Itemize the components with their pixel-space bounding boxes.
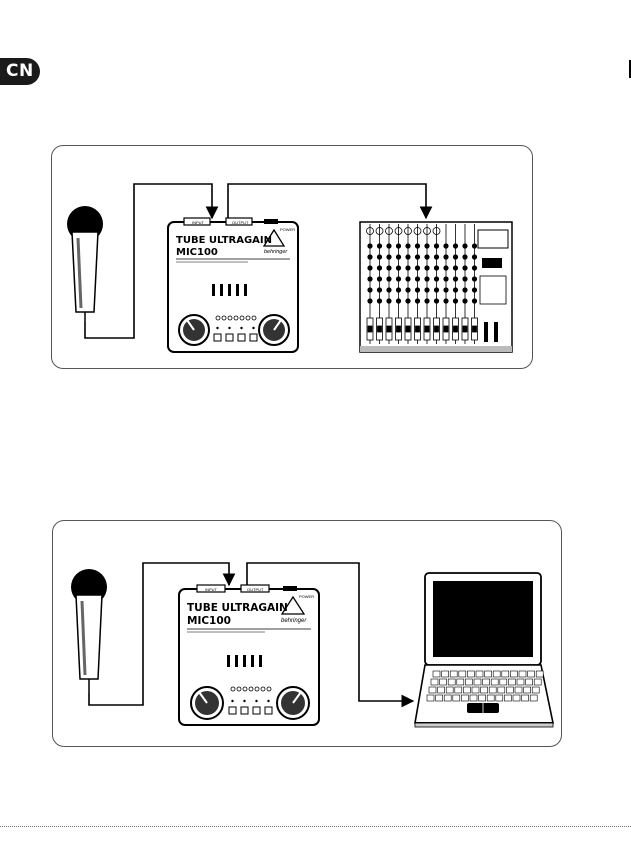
diagram-mic-preamp-mixer: INPUT OUTPUT POWER TUBE ULTRAGAIN MIC100… <box>51 145 533 369</box>
preamp-title: TUBE ULTRAGAIN <box>187 602 288 614</box>
microphone-icon <box>71 569 107 693</box>
preamp-device: INPUT OUTPUT POWER TUBE ULTRAGAIN MIC100… <box>168 218 298 352</box>
diagram-mic-preamp-laptop: INPUT OUTPUT POWER TUBE ULTRAGAIN MIC100… <box>52 520 562 747</box>
preamp-model: MIC100 <box>187 615 231 627</box>
mixer-device <box>360 222 512 352</box>
preamp-input-jack-label: INPUT <box>205 587 218 592</box>
preamp-output-jack-label: OUTPUT <box>232 220 249 225</box>
microphone-icon <box>67 206 103 322</box>
preamp-gain-knob <box>179 315 209 345</box>
preamp-brand: behringer <box>281 618 307 624</box>
preamp-gain-knob <box>191 687 223 719</box>
diagram-1-scene: INPUT OUTPUT POWER TUBE ULTRAGAIN MIC100… <box>52 146 532 368</box>
cable-preamp-to-mixer <box>228 184 426 224</box>
laptop-icon <box>415 573 553 727</box>
diagram-2-scene: INPUT OUTPUT POWER TUBE ULTRAGAIN MIC100… <box>53 521 561 746</box>
preamp-device: INPUT OUTPUT POWER TUBE ULTRAGAIN MIC100… <box>179 585 319 725</box>
preamp-brand: behringer <box>264 249 288 255</box>
preamp-model: MIC100 <box>176 247 218 258</box>
preamp-output-knob <box>277 687 309 719</box>
preamp-output-jack-label: OUTPUT <box>247 587 264 592</box>
language-tab: CN <box>0 58 40 85</box>
page-footer-rule <box>0 826 631 827</box>
preamp-output-knob <box>259 315 289 345</box>
preamp-title: TUBE ULTRAGAIN <box>176 235 272 246</box>
preamp-power-label: POWER <box>280 227 295 232</box>
preamp-power-label: POWER <box>299 594 314 599</box>
preamp-input-jack-label: INPUT <box>192 220 205 225</box>
